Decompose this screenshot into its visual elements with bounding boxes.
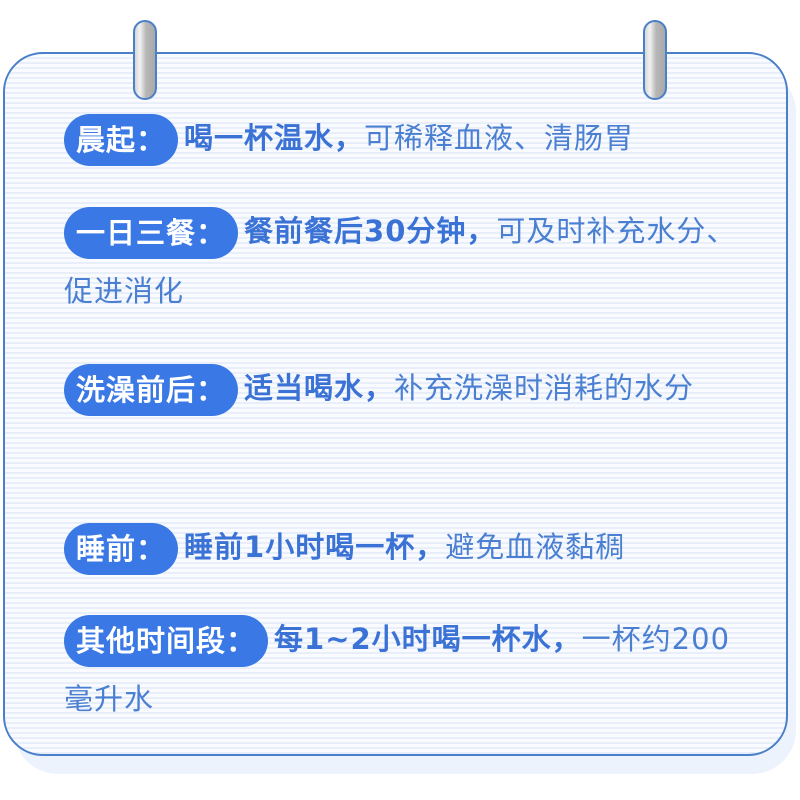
tip-emphasis: 餐前餐后30分钟， bbox=[244, 214, 497, 248]
tip-emphasis: 每1~2小时喝一杯水， bbox=[274, 622, 582, 656]
tip-detail: 可稀释血液、清肠胃 bbox=[364, 121, 635, 155]
tip-label: 洗澡前后： bbox=[64, 364, 239, 416]
tip-detail: 可及时补充水分、促进消化 bbox=[64, 214, 737, 308]
tip-label: 睡前： bbox=[64, 523, 179, 575]
tip-emphasis: 睡前1小时喝一杯， bbox=[184, 530, 446, 564]
tip-morning: 晨起：喝一杯温水，可稀释血液、清肠胃 bbox=[64, 108, 744, 168]
tip-emphasis: 适当喝水， bbox=[244, 371, 395, 405]
tip-bath: 洗澡前后：适当喝水，补充洗澡时消耗的水分 bbox=[64, 358, 744, 418]
binder-ring-right bbox=[643, 20, 667, 100]
tip-detail: 补充洗澡时消耗的水分 bbox=[394, 371, 695, 405]
tip-other-times: 其他时间段：每1~2小时喝一杯水，一杯约200毫升水 bbox=[64, 609, 744, 729]
tip-meals: 一日三餐：餐前餐后30分钟，可及时补充水分、促进消化 bbox=[64, 201, 744, 321]
tip-label: 一日三餐： bbox=[64, 207, 239, 259]
tip-detail: 避免血液黏稠 bbox=[445, 530, 626, 564]
tip-label: 晨起： bbox=[64, 114, 179, 166]
tip-label: 其他时间段： bbox=[64, 615, 269, 667]
binder-ring-left bbox=[133, 20, 157, 100]
tip-emphasis: 喝一杯温水， bbox=[184, 121, 365, 155]
tip-bedtime: 睡前：睡前1小时喝一杯，避免血液黏稠 bbox=[64, 517, 744, 577]
tip-detail: 一杯约200毫升水 bbox=[64, 622, 731, 716]
